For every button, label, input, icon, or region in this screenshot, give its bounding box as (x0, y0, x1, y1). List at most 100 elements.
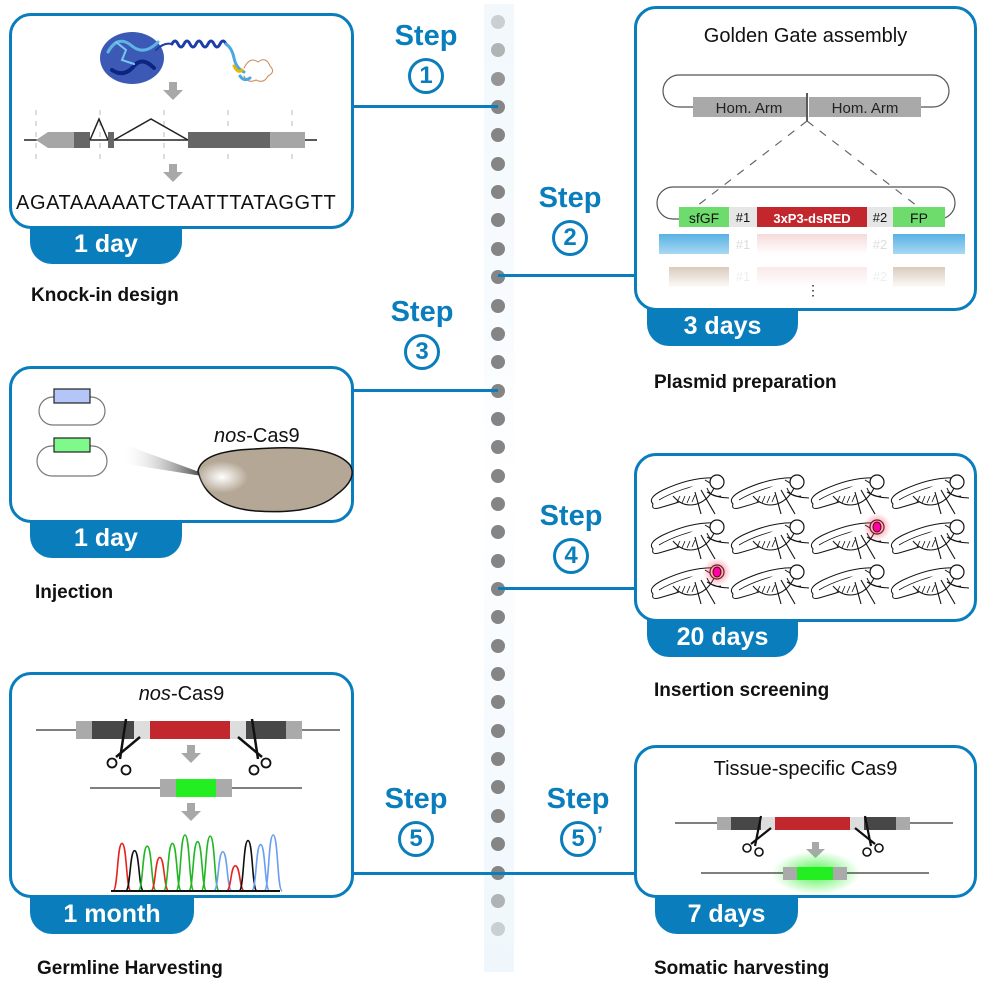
timeline-dot (491, 326, 505, 341)
fly-icon (890, 474, 970, 515)
timeline-dot (491, 411, 505, 426)
step-label-5-prime: Step 5’ (528, 783, 628, 857)
timeline-dot (491, 893, 505, 908)
connector-step-3 (352, 389, 498, 392)
segment-3xp3-dsred: 3xP3-dsRED (773, 211, 850, 226)
timeline-dot (491, 468, 505, 483)
fly-icon (730, 564, 810, 605)
timeline-dot (491, 213, 505, 228)
gene-model (24, 82, 317, 182)
dna-sequence: AGATAAAAATCTAATTTATAGGTT (16, 192, 337, 214)
timeline-dot (491, 185, 505, 200)
timeline-dot (491, 15, 505, 29)
timeline-dot (491, 241, 505, 256)
timeline-dot (491, 525, 505, 540)
fly-icon (810, 474, 890, 515)
timeline-dot (491, 156, 505, 171)
faded-overhang-2a: #2 (873, 237, 887, 252)
faded-overhang-2b: #2 (873, 269, 887, 284)
step-number-circle: 3 (404, 334, 440, 370)
timeline-dot (491, 100, 505, 115)
fly-icon (650, 474, 730, 515)
timeline-dot (491, 695, 505, 710)
chromatogram-peak-green (137, 845, 157, 892)
fly-icon (890, 519, 970, 560)
step-word: Step (384, 783, 448, 815)
step-word: Step (546, 783, 610, 815)
prime-mark: ’ (596, 822, 603, 847)
chromatogram-peak-green (200, 835, 220, 892)
timeline-dot (491, 270, 505, 285)
step-number-circle: 5’ (560, 821, 603, 857)
hom-arm-left: Hom. Arm (716, 100, 783, 117)
timeline-background (484, 4, 514, 972)
fly-icon (890, 564, 970, 605)
timeline-dot (491, 383, 505, 398)
down-arrow-icon (163, 164, 183, 182)
scissors-icon (237, 718, 272, 776)
fly-icon (810, 564, 890, 605)
step-4-panel (634, 453, 977, 622)
timeline-dot (491, 752, 505, 767)
fly-grid (650, 474, 970, 605)
segment-sfgf: sfGF (689, 210, 719, 226)
duration-tab-step-3: 1 day (30, 520, 182, 558)
faded-overhang-1a: #1 (736, 237, 750, 252)
timeline-dot (491, 71, 505, 86)
down-arrow-icon (163, 82, 183, 100)
timeline-dot (491, 638, 505, 653)
strain-label: nos-Cas9 (138, 683, 225, 705)
segment-overhang-1: #1 (736, 210, 750, 225)
caption-step-3: Injection (35, 582, 114, 603)
timeline-dot (491, 667, 505, 682)
scissors-icon (742, 815, 772, 857)
down-arrow-icon (181, 745, 201, 763)
chromatogram-peak-green (175, 834, 195, 892)
timeline-dot (491, 610, 505, 625)
connector-step-1 (352, 105, 498, 108)
step-label-2: Step 2 (520, 182, 620, 256)
step-word: Step (390, 296, 454, 328)
plasmid-blue-icon (38, 388, 106, 426)
step-5-prime-panel: Tissue-specific Cas9 (634, 745, 977, 898)
step-label-4: Step 4 (521, 500, 621, 574)
protein-structure-icon (100, 32, 274, 84)
connector-step-5 (352, 872, 635, 875)
hom-arm-right: Hom. Arm (832, 100, 899, 117)
timeline-dot (491, 298, 505, 313)
chromatogram-peak-blue (213, 850, 233, 892)
fly-icon (730, 474, 810, 515)
step-number-circle: 5 (398, 821, 434, 857)
step-word: Step (394, 20, 458, 52)
fly-icon (650, 519, 730, 560)
step-number-circle: 2 (552, 220, 588, 256)
tissue-specific-title: Tissue-specific Cas9 (713, 758, 898, 780)
timeline-dot (491, 496, 505, 511)
sanger-chromatogram (112, 834, 283, 892)
caption-step-2: Plasmid preparation (654, 372, 837, 393)
segment-fp: FP (910, 210, 928, 226)
fly-icon-fluorescent (650, 558, 731, 605)
step-5-panel: nos-Cas9 (9, 672, 354, 898)
injection-diagram (36, 388, 353, 513)
step-word: Step (538, 182, 602, 214)
duration-tab-step-1: 1 day (30, 226, 182, 264)
more-variants-ellipsis: ⋮ (806, 282, 820, 298)
strain-label: nos-Cas9 (214, 425, 300, 447)
fly-icon (730, 519, 810, 560)
golden-gate-title: Golden Gate assembly (703, 25, 908, 47)
step-2-panel: Golden Gate assembly Hom. Arm Hom. Arm s… (634, 6, 977, 311)
step-1-panel: AGATAAAAATCTAATTTATAGGTT (9, 13, 354, 229)
chromatogram-peak-blue (263, 834, 283, 892)
plasmid-diagram: Hom. Arm Hom. Arm sfGF #1 3xP3-dsRED #2 … (656, 74, 965, 298)
timeline-dot (491, 922, 505, 937)
plasmid-green-icon (36, 437, 108, 477)
step-number-circle: 1 (408, 58, 444, 94)
timeline-dot (491, 808, 505, 823)
timeline-dot (491, 355, 505, 370)
step-label-3: Step 3 (372, 296, 472, 370)
germline-edit-diagram (36, 718, 340, 892)
caption-step-1: Knock-in design (31, 285, 179, 306)
segment-overhang-2: #2 (873, 210, 887, 225)
step-word: Step (539, 500, 603, 532)
